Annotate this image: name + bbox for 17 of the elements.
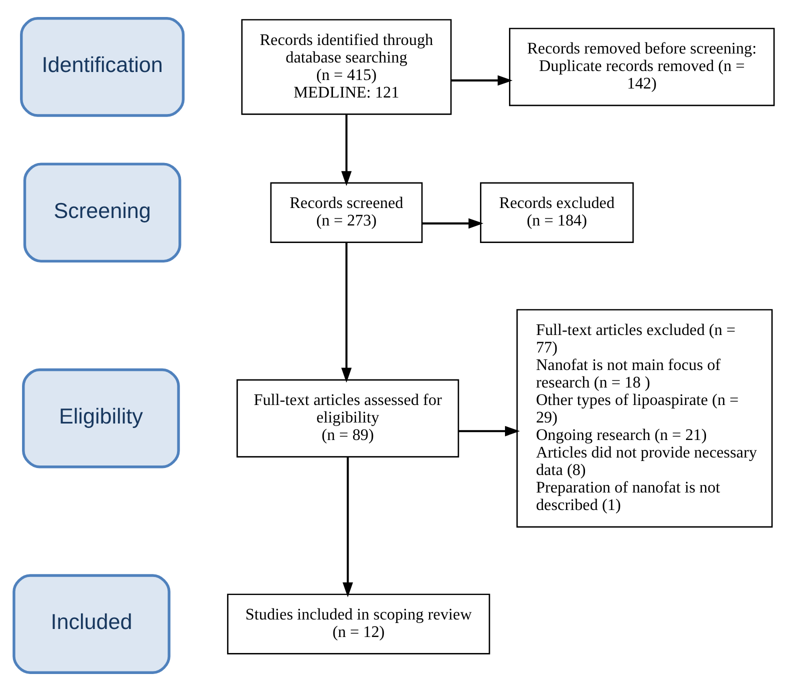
node-box: Full-text articles excluded (n = 77) Nanofat is not main focus of research (n = 18 ) Other types of lipoaspirate (n = 29) Ongoing research (n = 21) Articles did not provide necessary data (8) Preparation of nanofat is not described (1) <box>516 309 773 528</box>
node-box: Records identified through database searching (n = 415) MEDLINE: 121 <box>241 19 452 115</box>
arrow <box>342 457 353 598</box>
node-box: Records screened (n = 273) <box>270 182 423 243</box>
node-box: Included <box>12 574 170 674</box>
arrow <box>458 426 520 436</box>
node-box: Records excluded (n = 184) <box>480 182 634 243</box>
node-box: Records removed before screening: Duplicate records removed (n = 142) <box>509 28 775 106</box>
arrow <box>341 242 352 383</box>
arrow <box>341 114 352 186</box>
node-box: Full-text articles assessed for eligibility (n = 89) <box>236 379 460 458</box>
node-box: Studies included in scoping review (n = 12) <box>227 594 490 654</box>
node-box: Identification <box>20 17 185 117</box>
arrow <box>451 75 513 86</box>
node-box: Screening <box>23 162 182 263</box>
arrow <box>422 218 484 229</box>
node-box: Eligibility <box>22 368 180 468</box>
